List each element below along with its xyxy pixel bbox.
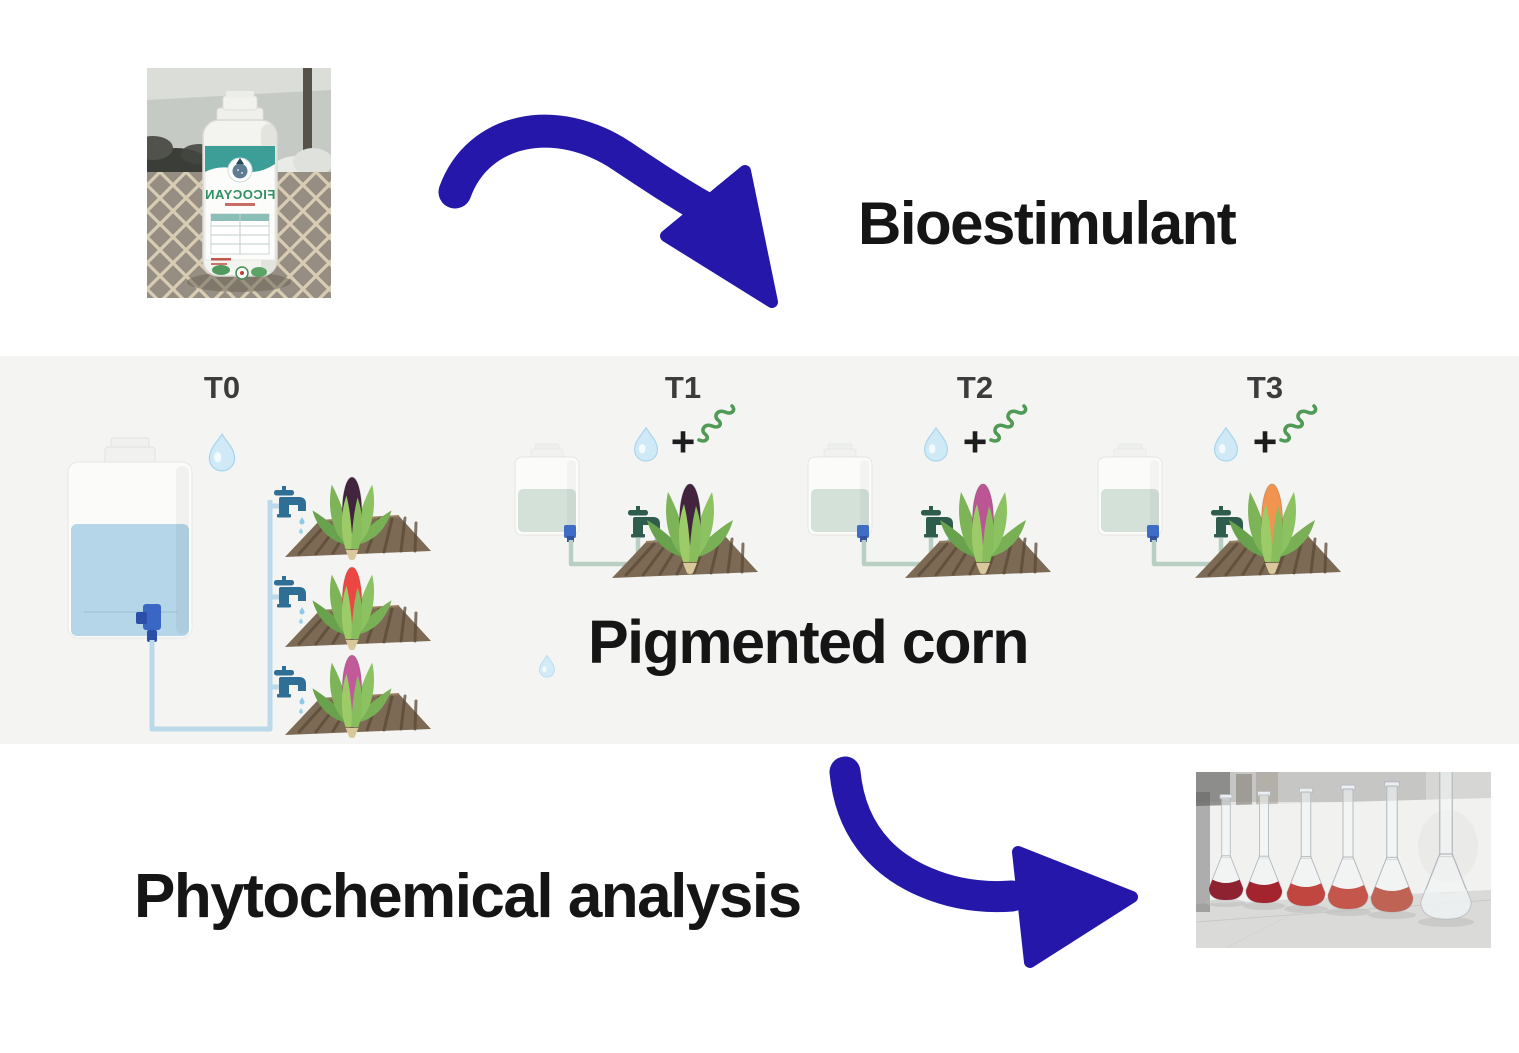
brand-name-mirrored: FICOCYAN [205, 187, 276, 202]
volumetric-flask [1368, 781, 1416, 919]
irrigation-pipe [149, 500, 273, 732]
berry-dot [237, 169, 239, 171]
product-bottle: FICOCYAN [202, 91, 278, 280]
label-green-logo [212, 265, 230, 275]
corn-plant [312, 476, 392, 561]
berry-icon [232, 163, 248, 179]
label-red-text [211, 263, 227, 265]
corn-plant [312, 566, 392, 651]
tank-water [71, 524, 189, 636]
corn-plant [312, 654, 392, 739]
arrow-to-analysis [829, 756, 1138, 968]
pigmented-corn-label: Pigmented corn [588, 608, 1029, 676]
dark-foliage [147, 136, 173, 160]
curved-arrow-head-outline [1012, 846, 1138, 968]
t3-label: T3 [1247, 370, 1283, 405]
bottle-shadow [187, 272, 291, 292]
phytochemical-flasks-photo [1196, 772, 1491, 948]
volumetric-flask-clear [1418, 772, 1474, 927]
curved-arrow-tail [438, 114, 721, 225]
treatment-diagram: T0 [0, 356, 1519, 744]
label-green-logo [251, 267, 267, 277]
bioestimulant-label: Bioestimulant [858, 190, 1237, 257]
bioestimulant-bottle-photo: FICOCYAN [147, 68, 331, 298]
curved-arrow-head-outline [660, 165, 778, 308]
greenhouse-roof [147, 68, 331, 100]
bioestimulant-tank [1097, 443, 1163, 543]
volumetric-flask [1206, 794, 1246, 907]
volumetric-flask [1325, 784, 1371, 916]
bioestimulant-tank [807, 443, 873, 543]
treatment-t2: T2 + [807, 370, 1053, 580]
label-red-line [225, 203, 255, 206]
curved-arrow-tail [829, 756, 1028, 913]
curved-arrow-head [666, 171, 772, 302]
label-red-text [211, 258, 231, 261]
plastic-bundle [293, 148, 331, 176]
background-object [1236, 774, 1252, 814]
plus-sign: + [963, 418, 988, 465]
corn-plant [647, 483, 733, 574]
bioestimulant-tank [514, 443, 580, 543]
arrow-to-bioestimulant [438, 114, 778, 308]
treatment-t1: T1 + [514, 370, 760, 580]
bottle-cap-top [226, 91, 254, 98]
plus-sign: + [1253, 418, 1278, 465]
volumetric-flask [1243, 790, 1285, 910]
berry-dot [241, 172, 243, 174]
t1-label: T1 [665, 370, 701, 405]
t0-label: T0 [204, 370, 240, 405]
phytochemical-analysis-label: Phytochemical analysis [134, 862, 802, 931]
dark-silhouette [1196, 792, 1210, 912]
label-seal-dot [240, 271, 244, 275]
water-tank [67, 437, 193, 642]
treatment-t0: T0 [67, 370, 433, 739]
volumetric-flask [1284, 787, 1328, 913]
berry-crown [236, 158, 244, 164]
t2-label: T2 [957, 370, 993, 405]
treatment-t3: T3 + [1097, 370, 1343, 580]
tank-valve [136, 604, 161, 642]
corn-plant [1229, 483, 1315, 574]
corn-plant [940, 483, 1026, 574]
greenhouse-pole [303, 68, 312, 156]
plus-sign: + [671, 418, 696, 465]
curved-arrow-head [1018, 852, 1132, 962]
